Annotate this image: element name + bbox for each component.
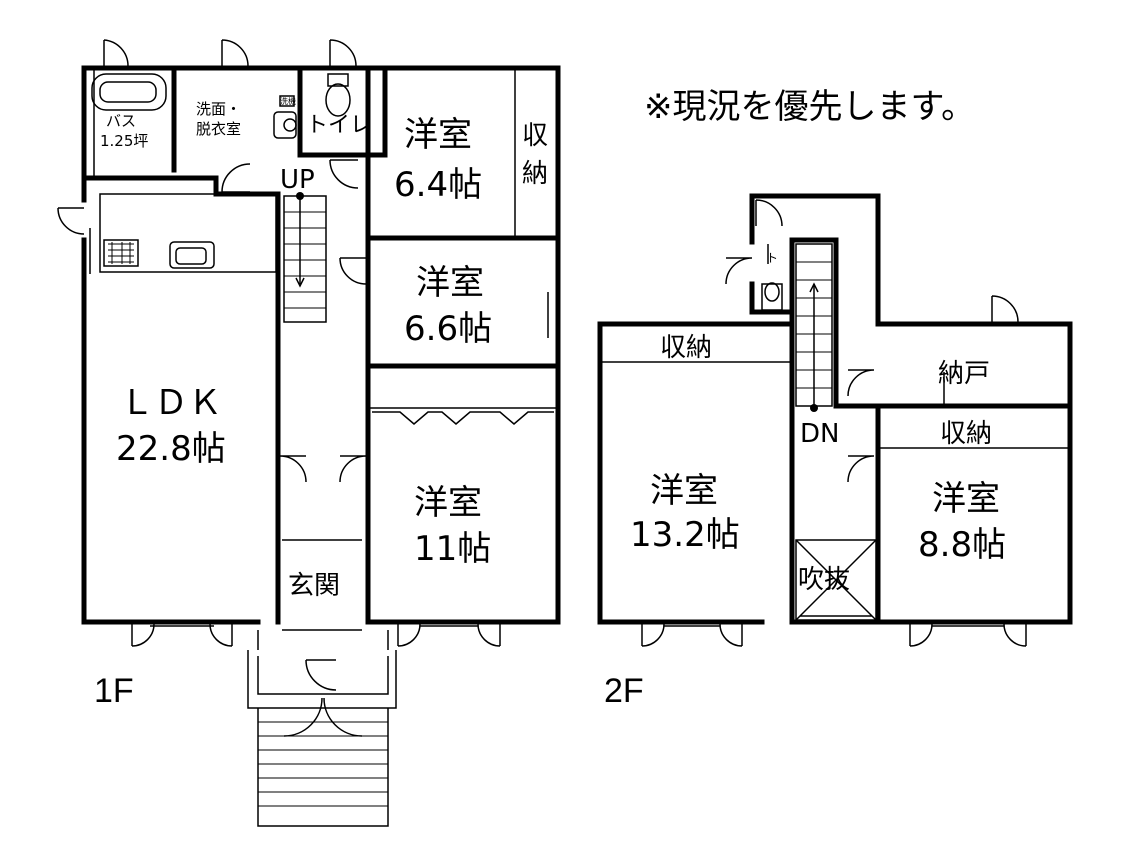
doors-2f [641,199,1027,647]
first-floor-walls [81,65,561,625]
first-floor-plan: バス 1.25坪 洗面・ 脱衣室 洗機 トイレ UP 洋室 6.4帖 収 納 洋… [57,39,561,827]
bedroom-c-size: 11帖 [414,529,491,569]
second-floor-walls [597,193,1073,625]
bedroom-left-size: 13.2帖 [630,515,740,555]
bedroom-c-name: 洋室 [414,483,482,523]
washroom-label-line2: 脱衣室 [196,120,241,138]
stairs-down-label: DN [800,419,839,449]
toilet-2f-label: ト [766,251,778,265]
bedroom-b-name: 洋室 [416,263,484,303]
void-label: 吹抜 [798,565,850,595]
bedroom-left-name: 洋室 [650,471,718,511]
sink-icon [169,241,215,269]
bedroom-right-name: 洋室 [932,479,1000,519]
bathtub-icon [91,73,167,111]
toilet-2f-icon [761,244,783,311]
bedroom-a-size: 6.4帖 [394,165,482,205]
priority-note: ※現況を優先します。 [644,87,975,127]
washer-label: 洗機 [280,96,296,106]
bath-label: バス [106,112,136,130]
ldk-size: 22.8帖 [116,429,226,469]
toilet-label: トイレ [306,113,372,138]
stairs-1f [283,192,327,323]
bedroom-right-size: 8.8帖 [918,525,1006,565]
washbasin-icon [273,95,297,139]
stairs-2f [795,243,833,412]
bedroom-b-size: 6.6帖 [404,309,492,349]
storage-a-label: 収 [522,121,548,151]
ldk-name: ＬＤＫ [120,383,222,423]
first-floor-label: 1F [94,672,134,710]
washroom-label: 洗面・ [196,100,241,118]
storage-right-label: 収納 [940,419,992,449]
stairs-up-label: UP [280,165,315,195]
doors-1f [57,39,501,737]
closet-label: 納戸 [938,359,990,389]
toilet-icon [325,73,351,117]
bedroom-a-name: 洋室 [404,115,472,155]
bath-size-label: 1.25坪 [100,132,148,150]
stove-icon [103,239,139,267]
entrance-label: 玄関 [288,571,340,601]
second-floor-label: 2F [604,672,644,710]
storage-a-label-line2: 納 [522,159,548,189]
second-floor-plan: ト DN 収納 洋室 13.2帖 納戸 収納 洋室 8.8帖 吹抜 2F [597,193,1073,710]
entrance-steps [247,630,397,827]
storage-left-label: 収納 [660,333,712,363]
